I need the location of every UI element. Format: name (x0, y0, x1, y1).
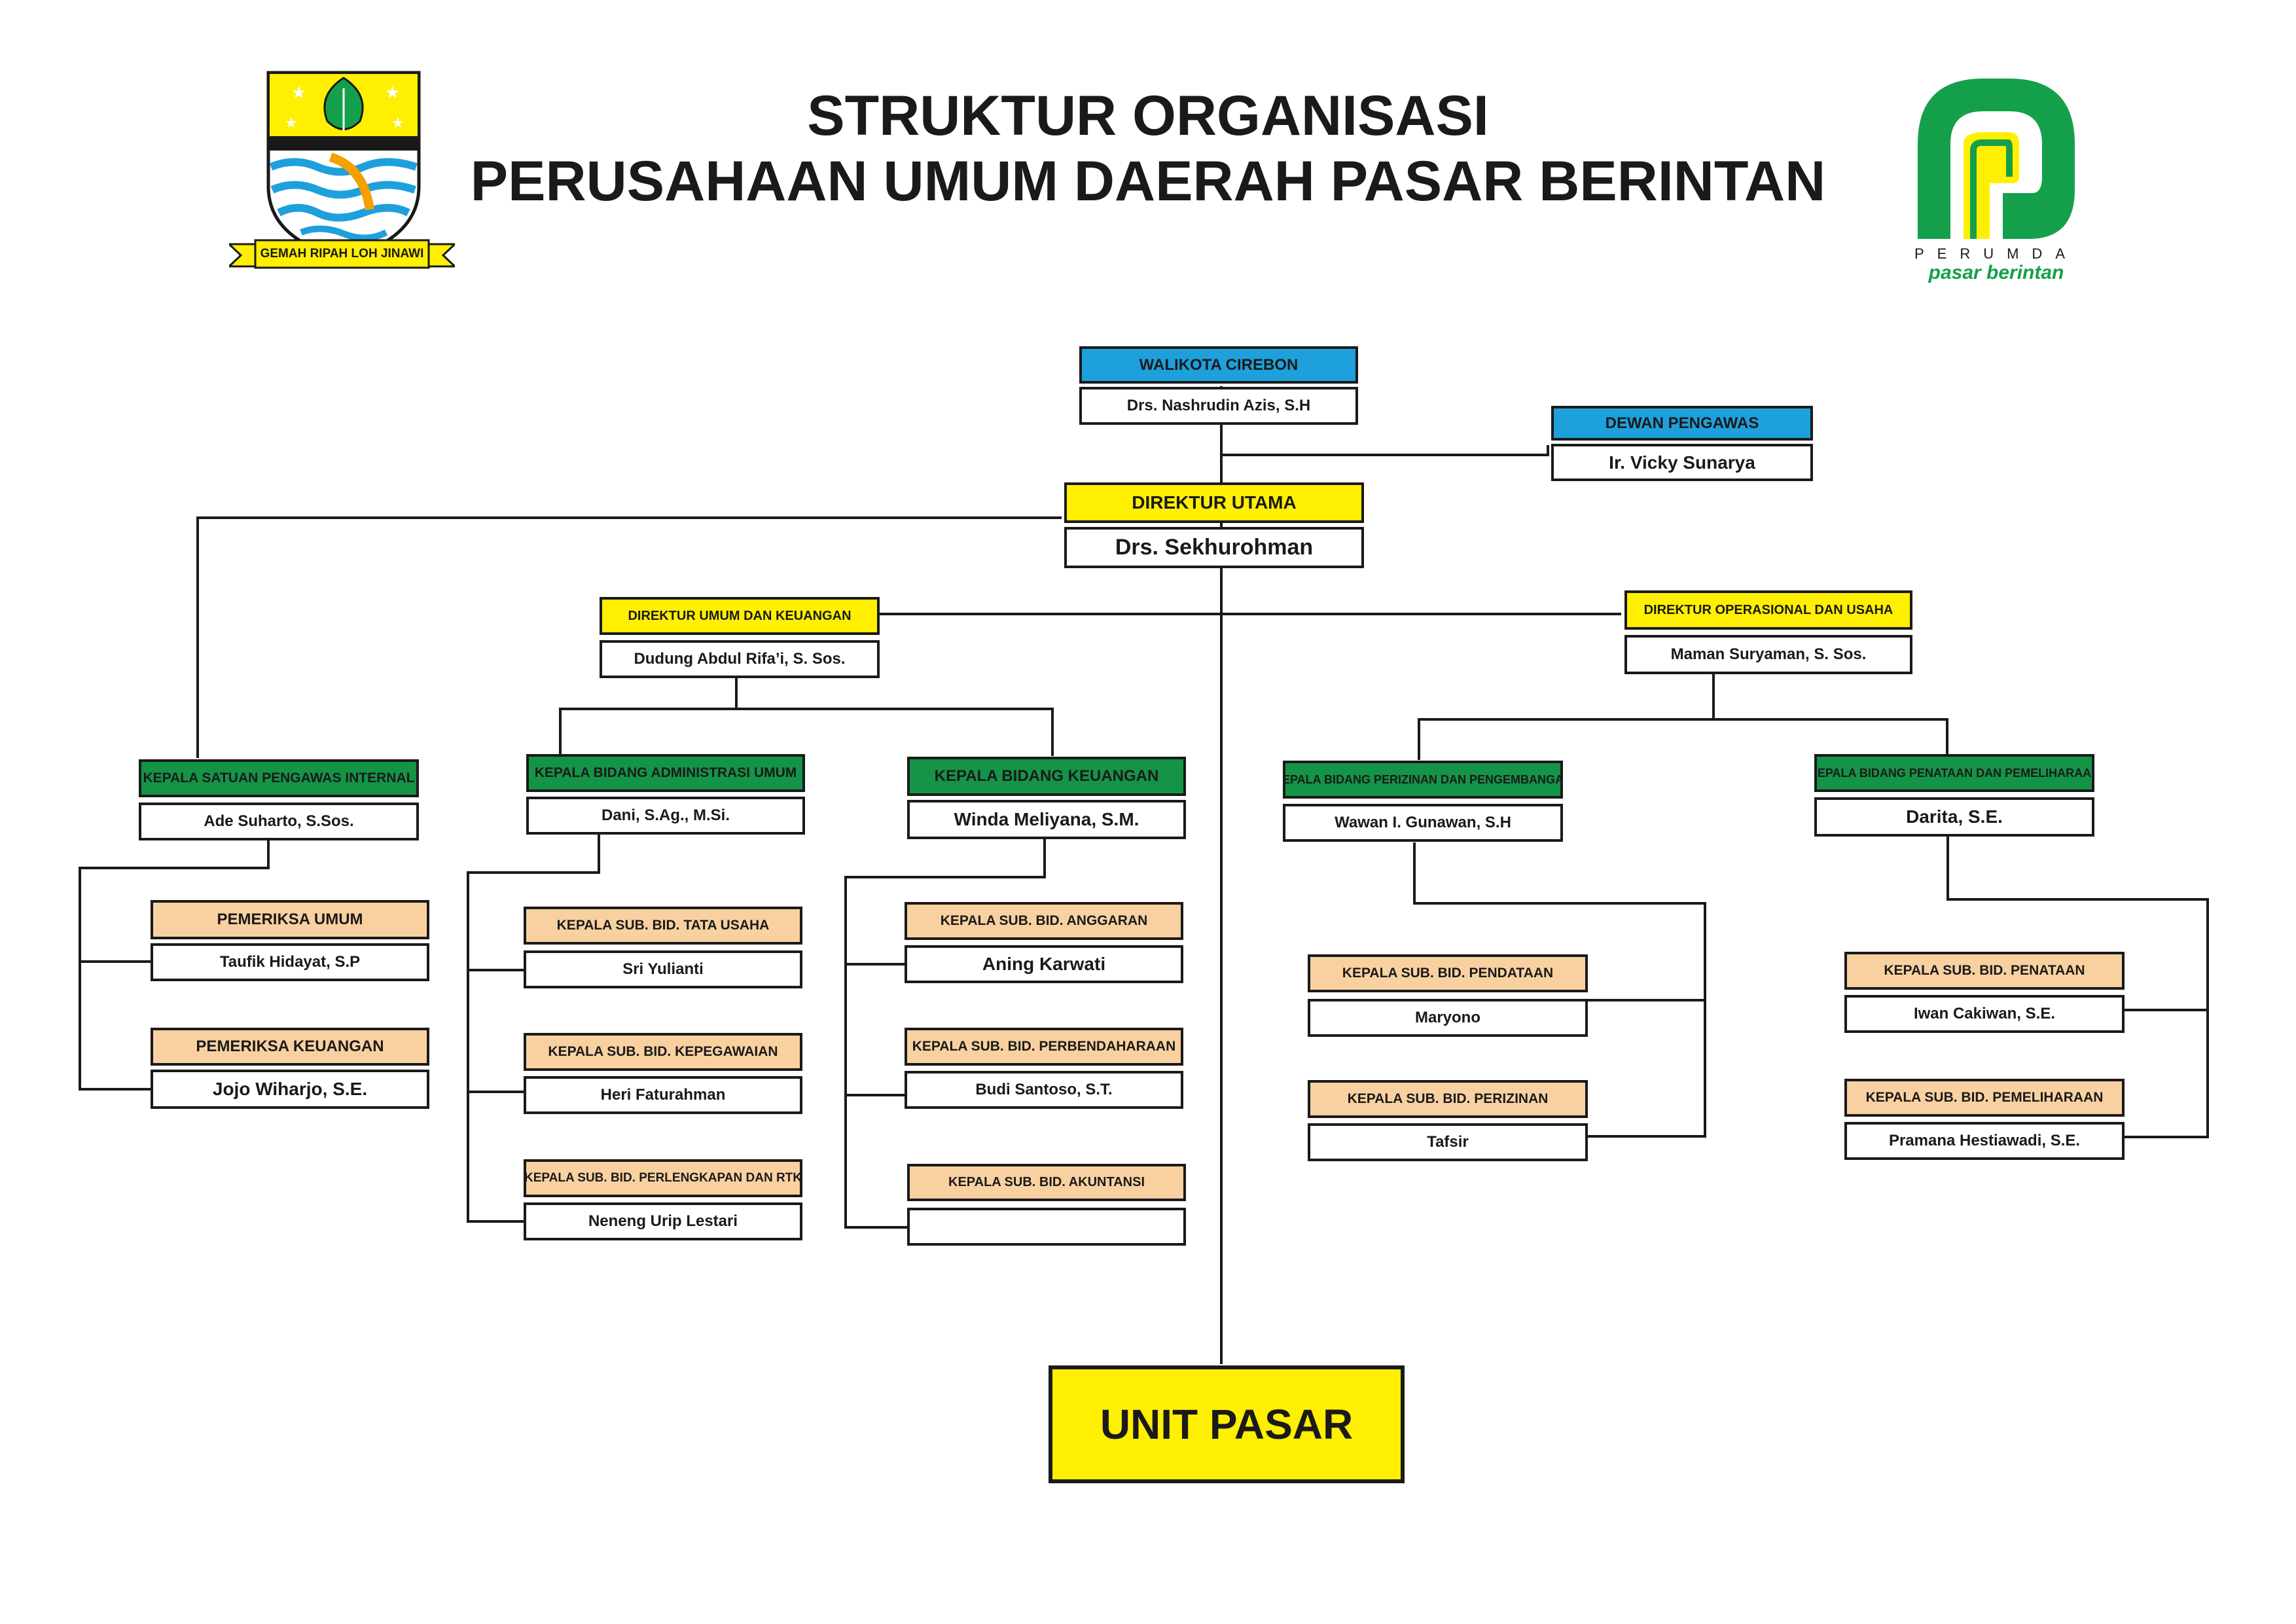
perumda-mark-icon (1918, 79, 2075, 239)
tata-usaha-name-box: Sri Yulianti (524, 950, 802, 988)
kepegawaian-name-box: Heri Faturahman (524, 1076, 802, 1114)
svg-text:★: ★ (291, 83, 306, 103)
anggaran-title-box: KEPALA SUB. BID. ANGGARAN (905, 902, 1183, 940)
dewan-name-box: Ir. Vicky Sunarya (1551, 444, 1813, 481)
penataan-name-box: Iwan Cakiwan, S.E. (1844, 995, 2125, 1033)
perizinan-name-box: Tafsir (1308, 1123, 1588, 1161)
administrasi-name-box: Dani, S.Ag., M.Si. (526, 797, 805, 835)
dir-ops-title-box: DIREKTUR OPERASIONAL DAN USAHA (1624, 590, 1912, 630)
pemeriksa-keuangan-title-box: PEMERIKSA KEUANGAN (151, 1028, 429, 1066)
perbendaharaan-title-box: KEPALA SUB. BID. PERBENDAHARAAN (905, 1028, 1183, 1066)
penataan-title-box: KEPALA SUB. BID. PENATAAN (1844, 952, 2125, 990)
svg-text:★: ★ (285, 115, 298, 132)
pemeriksa-umum-name-box: Taufik Hidayat, S.P (151, 943, 429, 981)
perlengkapan-title-box: KEPALA SUB. BID. PERLENGKAPAN DAN RTK (524, 1159, 802, 1197)
perizinan-bidang-name-box: Wawan I. Gunawan, S.H (1283, 804, 1563, 842)
pemeriksa-keuangan-name-box: Jojo Wiharjo, S.E. (151, 1070, 429, 1109)
dir-ops-name-box: Maman Suryaman, S. Sos. (1624, 635, 1912, 674)
motto-ribbon: GEMAH RIPAH LOH JINAWI (229, 239, 455, 270)
keuangan-title-box: KEPALA BIDANG KEUANGAN (907, 757, 1186, 796)
direktur-utama-name-box: Drs. Sekhurohman (1064, 527, 1364, 568)
perizinan-bidang-title-box: KEPALA BIDANG PERIZINAN DAN PENGEMBANGAN (1283, 761, 1563, 799)
penataan-bidang-title-box: KEPALA BIDANG PENATAAN DAN PEMELIHARAAN (1814, 754, 2094, 792)
pemeriksa-umum-title-box: PEMERIKSA UMUM (151, 900, 429, 939)
shield-emblem-icon: ★ ★ ★ ★ (266, 71, 421, 261)
perbendaharaan-name-box: Budi Santoso, S.T. (905, 1071, 1183, 1109)
perumda-subtitle: PERUMDA (1914, 245, 2078, 262)
city-emblem-logo: ★ ★ ★ ★ (229, 69, 455, 272)
pendataan-name-box: Maryono (1308, 999, 1588, 1037)
dewan-title-box: DEWAN PENGAWAS (1551, 406, 1813, 441)
dir-umum-name-box: Dudung Abdul Rifa’i, S. Sos. (600, 640, 880, 678)
page-subtitle: PERUSAHAAN UMUM DAERAH PASAR BERINTAN (470, 150, 1826, 213)
walikota-title-box: WALIKOTA CIREBON (1079, 346, 1358, 384)
pemeliharaan-title-box: KEPALA SUB. BID. PEMELIHARAAN (1844, 1079, 2125, 1117)
akuntansi-title-box: KEPALA SUB. BID. AKUNTANSI (907, 1164, 1186, 1201)
keuangan-name-box: Winda Meliyana, S.M. (907, 800, 1186, 839)
page-title: STRUKTUR ORGANISASI (807, 84, 1489, 147)
perumda-brand: pasar berintan (1928, 262, 2064, 283)
svg-text:★: ★ (391, 115, 404, 132)
perumda-logo: PERUMDA pasar berintan (1911, 72, 2081, 288)
perizinan-title-box: KEPALA SUB. BID. PERIZINAN (1308, 1080, 1588, 1118)
spi-title-box: KEPALA SATUAN PENGAWAS INTERNAL (139, 759, 419, 797)
unit-pasar-box: UNIT PASAR (1049, 1365, 1405, 1483)
akuntansi-name-box (907, 1208, 1186, 1246)
perlengkapan-name-box: Neneng Urip Lestari (524, 1202, 802, 1240)
kepegawaian-title-box: KEPALA SUB. BID. KEPEGAWAIAN (524, 1033, 802, 1071)
dir-umum-title-box: DIREKTUR UMUM DAN KEUANGAN (600, 597, 880, 635)
ribbon-icon (229, 239, 455, 269)
tata-usaha-title-box: KEPALA SUB. BID. TATA USAHA (524, 907, 802, 945)
motto-text: GEMAH RIPAH LOH JINAWI (260, 247, 424, 261)
direktur-utama-title-box: DIREKTUR UTAMA (1064, 482, 1364, 523)
penataan-bidang-name-box: Darita, S.E. (1814, 797, 2094, 837)
svg-text:★: ★ (385, 83, 400, 103)
pemeliharaan-name-box: Pramana Hestiawadi, S.E. (1844, 1122, 2125, 1160)
anggaran-name-box: Aning Karwati (905, 945, 1183, 983)
spi-name-box: Ade Suharto, S.Sos. (139, 803, 419, 840)
pendataan-title-box: KEPALA SUB. BID. PENDATAAN (1308, 954, 1588, 992)
walikota-name-box: Drs. Nashrudin Azis, S.H (1079, 387, 1358, 425)
administrasi-title-box: KEPALA BIDANG ADMINISTRASI UMUM (526, 754, 805, 792)
